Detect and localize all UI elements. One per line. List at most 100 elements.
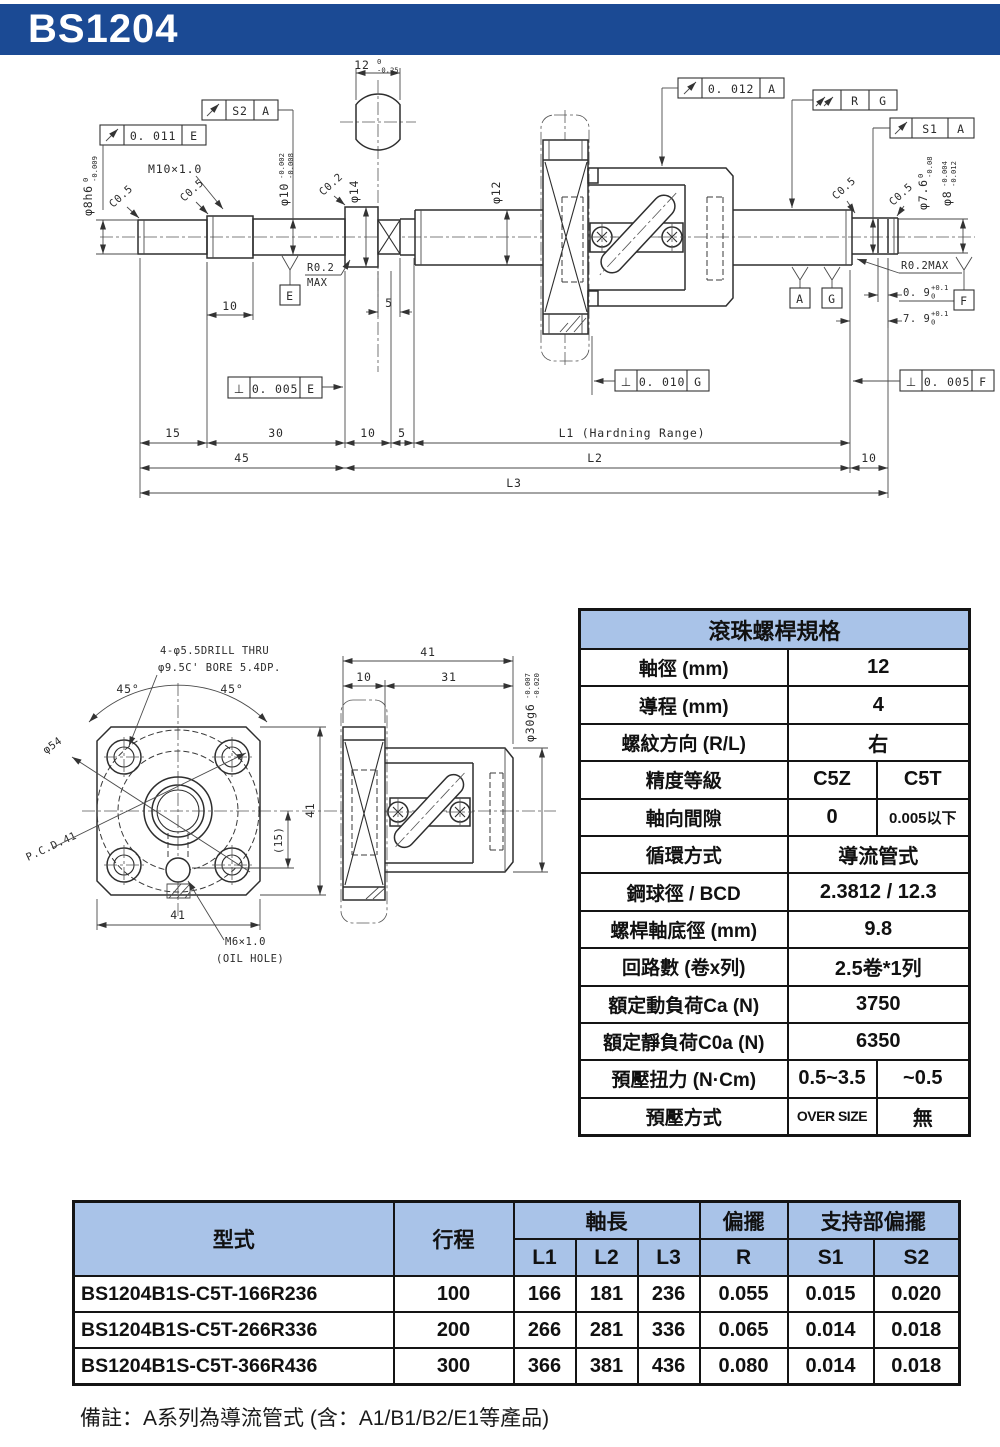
svg-text:C0.2: C0.2 [317, 171, 345, 198]
screw-left [588, 223, 616, 251]
svg-text:φ7.6: φ7.6 [916, 179, 930, 210]
runout-icon [894, 121, 908, 135]
svg-text:-0.009: -0.009 [90, 156, 99, 182]
svg-text:F: F [979, 375, 987, 389]
dim-dia8r: φ8 -0.004 -0.012 [940, 161, 958, 206]
dim-dia10: φ10 -0.002 -0.008 [277, 153, 295, 206]
spec-table: 滾珠螺桿規格 軸徑 (mm)12 導程 (mm)4 螺紋方向 (R/L)右 精度… [578, 608, 972, 1138]
callout-s1: S1 A [869, 117, 975, 254]
table-row: 螺桿軸底徑 (mm)9.8 [578, 909, 971, 950]
dim-41-bottom: 41 [170, 908, 185, 922]
drill-note: 4-φ5.5DRILL THRU [160, 645, 269, 657]
flat-section-detail: 12 0 -0.25 [354, 57, 401, 151]
callout-rg: R G [788, 89, 898, 208]
svg-text:C0.5: C0.5 [107, 183, 135, 210]
svg-text:L1 (Hardning Range): L1 (Hardning Range) [559, 426, 706, 440]
col-runout: 偏擺 [698, 1200, 789, 1240]
svg-text:-0.020: -0.020 [532, 673, 541, 699]
svg-text:R0.2MAX: R0.2MAX [901, 260, 949, 272]
svg-text:0. 011: 0. 011 [130, 129, 176, 143]
svg-text:φ12: φ12 [489, 181, 503, 204]
svg-text:C0.5: C0.5 [830, 175, 858, 202]
svg-text:0. 9: 0. 9 [903, 287, 930, 299]
svg-text:R: R [851, 94, 859, 108]
total-runout-icon [815, 96, 834, 107]
pcd-label: P.C.D.41 [24, 830, 79, 864]
runout-icon [206, 103, 220, 117]
bolt-holes [104, 737, 252, 885]
table-row: 回路數 (卷x列)2.5卷*1列 [578, 947, 971, 987]
svg-text:A: A [957, 122, 965, 136]
svg-text:MAX: MAX [307, 277, 328, 289]
callout-runout-left: 0. 011 E [96, 124, 207, 255]
table-row: 螺紋方向 (R/L)右 [578, 722, 971, 763]
table-row: 軸徑 (mm)12 [578, 647, 971, 688]
svg-text:0: 0 [377, 57, 381, 66]
table-row: BS1204B1S-C5T-366R436 300 366 381 436 0.… [72, 1347, 961, 1386]
svg-text:G: G [694, 375, 702, 389]
svg-text:+0.1: +0.1 [931, 309, 948, 318]
runout-icon [683, 81, 697, 95]
svg-text:A: A [796, 292, 804, 306]
shaft-outline [137, 206, 899, 268]
thread-label: M10×1.0 [148, 162, 202, 176]
svg-text:L2: L2 [587, 451, 602, 465]
chamfer-label: C0.2 [317, 171, 345, 198]
callout-012: 0. 012 A [658, 77, 785, 166]
svg-text:-0.007: -0.007 [523, 673, 532, 699]
callout-perp-e: ⊥ 0. 005 E [227, 376, 343, 399]
oil-note: M6×1.0 [225, 936, 266, 948]
screw-right [446, 798, 474, 826]
dia54-label: φ54 [41, 735, 65, 757]
svg-text:0: 0 [931, 318, 935, 327]
svg-text:10: 10 [356, 670, 371, 684]
svg-text:P.C.D.41: P.C.D.41 [24, 830, 79, 864]
svg-text:10: 10 [861, 451, 876, 465]
svg-text:-0.002: -0.002 [277, 153, 286, 179]
table-row: BS1204B1S-C5T-266R336 200 266 281 336 0.… [72, 1311, 961, 1349]
svg-text:0: 0 [81, 178, 90, 182]
dim-7-9: 7. 9 +0.1 0 [836, 309, 948, 327]
svg-text:φ8: φ8 [940, 191, 954, 206]
return-tube [599, 192, 677, 276]
length-dimensions: 15 30 10 5 L1 (Hardning Range) 45 L2 10 … [139, 258, 889, 498]
dim-dia76: φ7.6 0 -0.08 [916, 156, 934, 210]
svg-text:7. 9: 7. 9 [903, 313, 930, 325]
footnote: 備註：A系列為導流管式 (含：A1/B1/B2/E1等產品) [80, 1407, 550, 1430]
dim-10-thread: 10 [222, 299, 237, 313]
chamfer-label: C0.5 [178, 177, 206, 204]
dim-41-right: 41 [303, 803, 317, 818]
svg-text:30: 30 [268, 426, 283, 440]
svg-text:E: E [190, 129, 198, 143]
callout-s2: S2 A [201, 99, 297, 255]
callout-perp-f: ⊥ 0. 005 F [853, 369, 995, 392]
page-title: BS1204 [28, 7, 179, 51]
svg-text:+0.1: +0.1 [931, 283, 948, 292]
engineering-drawing: 12 0 -0.25 0. 011 E S2 A [24, 57, 995, 965]
main-view: 12 0 -0.25 0. 011 E S2 A [81, 57, 995, 498]
callout-perp-g: ⊥ 0. 010 G [591, 336, 710, 395]
spec-table-title: 滾珠螺桿規格 [578, 608, 971, 650]
svg-text:φ54: φ54 [41, 735, 65, 757]
svg-text:S1: S1 [922, 122, 937, 136]
dim-flat-width: 12 [354, 58, 369, 72]
svg-text:F: F [960, 294, 968, 308]
angle-label: 45° [116, 682, 139, 696]
oil-note: (OIL HOLE) [216, 953, 284, 965]
title-banner: BS1204 [0, 4, 1000, 55]
flange-front-view: 45° 45° 4-φ5.5DRILL THRU φ9.5C' BORE 5.4… [24, 645, 556, 965]
table-row: 導程 (mm)4 [578, 685, 971, 725]
svg-text:C0.5: C0.5 [178, 177, 206, 204]
dim-dia14: φ14 [347, 180, 361, 203]
svg-text:-0.004: -0.004 [940, 161, 949, 187]
svg-text:-0.08: -0.08 [925, 156, 934, 178]
table-row: BS1204B1S-C5T-166R236 100 166 181 236 0.… [72, 1275, 961, 1313]
angle-label: 45° [220, 682, 243, 696]
svg-text:A: A [768, 82, 776, 96]
dim-dia12: φ12 [489, 181, 503, 204]
svg-text:15: 15 [165, 426, 180, 440]
